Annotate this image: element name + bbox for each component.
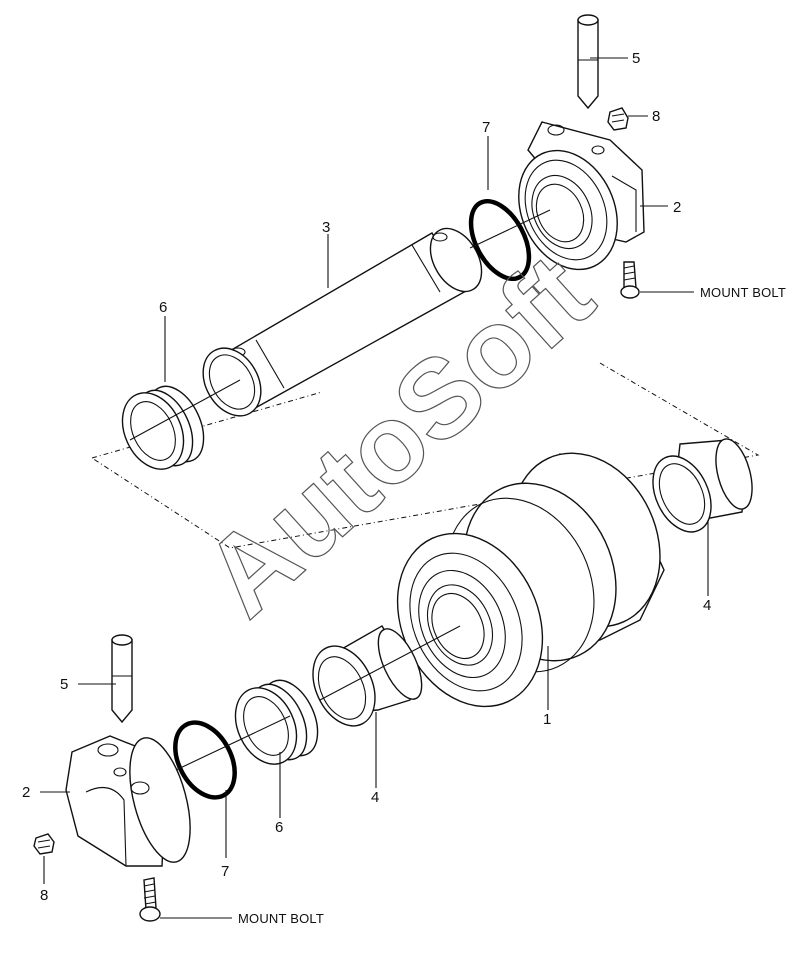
mount-bolt-bottom (139, 877, 161, 922)
label-part-6-bottom: 6 (275, 819, 283, 836)
label-part-3: 3 (322, 219, 330, 236)
seal-part-6-top (121, 385, 205, 470)
label-part-6-top: 6 (159, 299, 167, 316)
label-part-8-bottom: 8 (40, 887, 48, 904)
centerline-top (129, 209, 551, 441)
plug-part-8-top (607, 107, 629, 131)
o-ring-part-7-top (468, 198, 532, 282)
bushing-part-4-center (312, 625, 423, 727)
label-part-4-right: 4 (703, 597, 711, 614)
shaft-part-3 (202, 227, 483, 417)
label-mount-bolt-top: MOUNT BOLT (700, 285, 786, 300)
label-part-7-top: 7 (482, 119, 490, 136)
pin-part-5-bottom (111, 634, 133, 724)
label-part-1: 1 (543, 711, 551, 728)
o-ring-part-7-bottom (173, 720, 237, 800)
label-part-5-bottom: 5 (60, 676, 68, 693)
roller-part-1 (396, 452, 665, 708)
leader-lines (40, 57, 709, 919)
label-part-2-top: 2 (673, 199, 681, 216)
collar-part-2-top (518, 121, 645, 271)
seal-part-6-bottom (234, 679, 319, 765)
bushing-part-4-right (652, 438, 753, 533)
collar-part-2-bottom (65, 735, 191, 867)
label-mount-bolt-bottom: MOUNT BOLT (238, 911, 324, 926)
mount-bolt-top (620, 261, 640, 299)
plug-part-8-bottom (33, 833, 55, 855)
centerline-bottom (175, 625, 461, 771)
pin-part-5-top (577, 14, 599, 110)
label-part-7-bottom: 7 (221, 863, 229, 880)
label-part-4-center: 4 (371, 789, 379, 806)
label-part-5-top: 5 (632, 50, 640, 67)
label-part-2-bottom: 2 (22, 784, 30, 801)
label-part-8-top: 8 (652, 108, 660, 125)
